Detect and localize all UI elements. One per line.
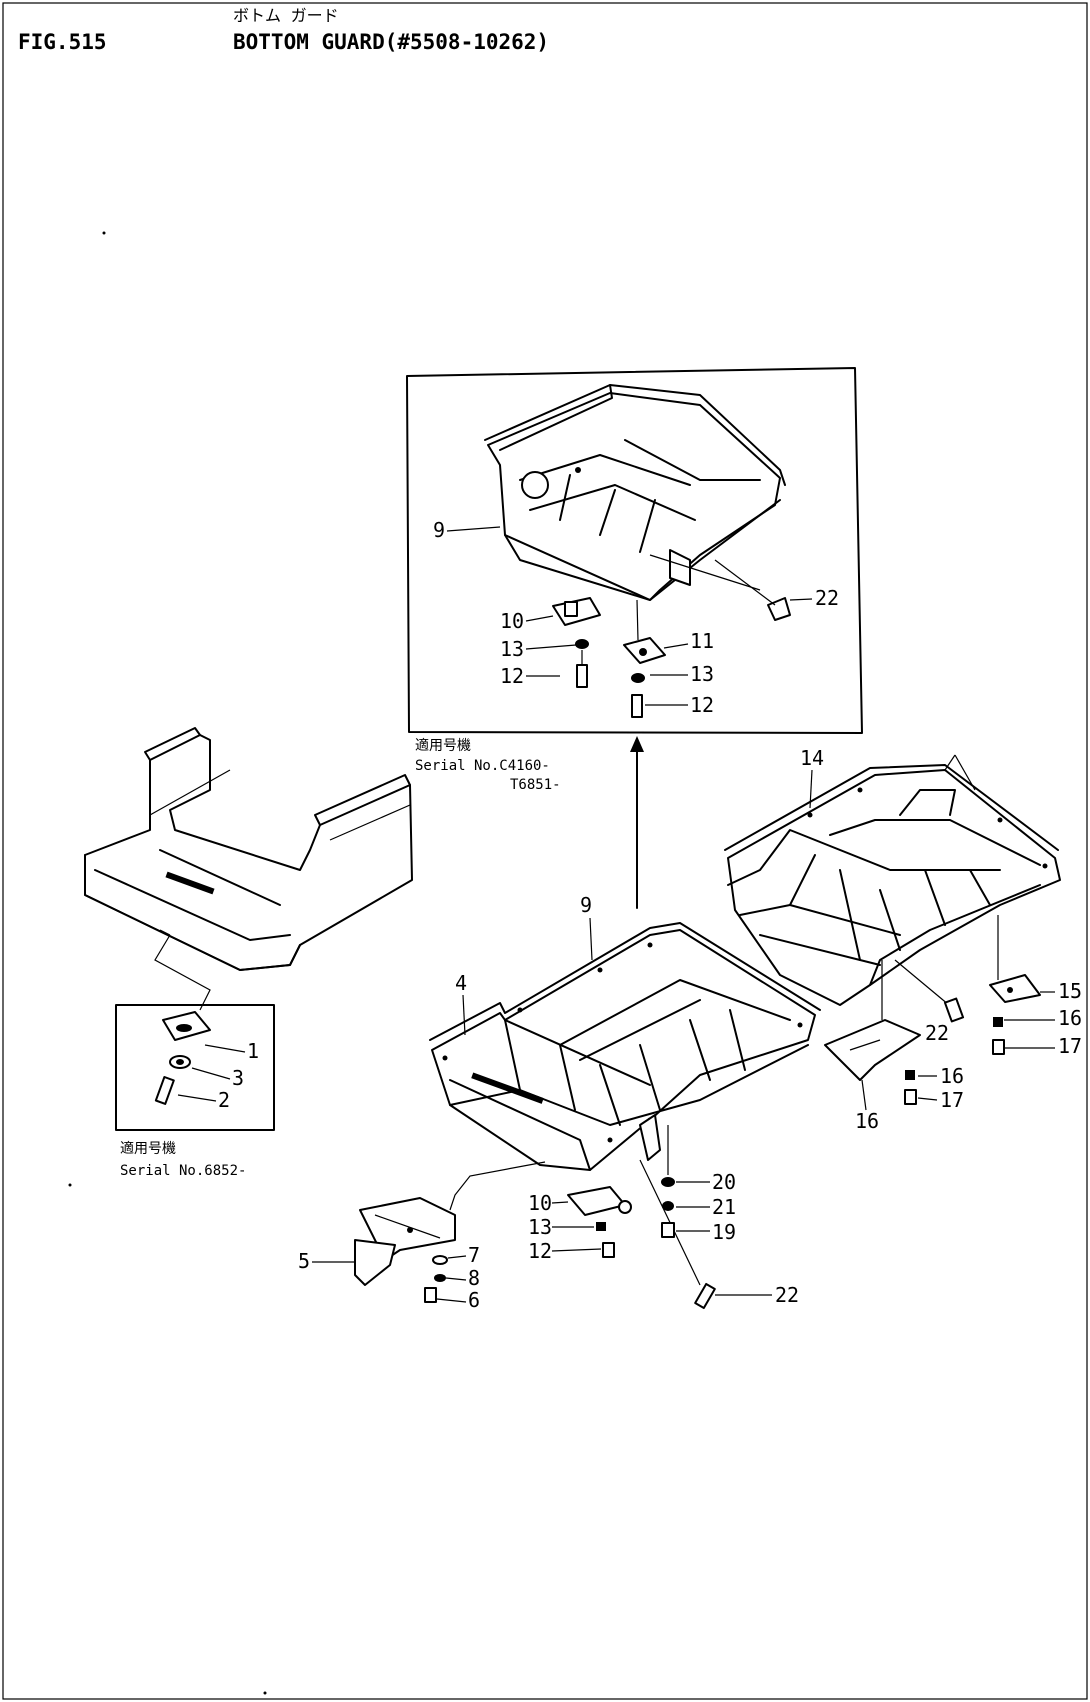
callout-10-upper: 10: [500, 609, 524, 633]
callout-20: 20: [712, 1170, 736, 1194]
callout-14: 14: [800, 746, 824, 770]
upper-inset-frame: [406, 367, 863, 734]
callout-22-upper: 22: [815, 586, 839, 610]
upper-inset-serial-line2: T6851-: [510, 777, 561, 793]
callout-7: 7: [468, 1243, 480, 1267]
upper-inset-serial-line1: Serial No.C4160-: [415, 758, 550, 774]
callout-21: 21: [712, 1195, 736, 1219]
callout-22-right: 22: [925, 1021, 949, 1045]
upper-inset-label-jp: 適用号機: [415, 737, 471, 754]
callout-17-mid: 17: [940, 1088, 964, 1112]
figure-number: FIG.515: [18, 30, 107, 54]
callout-22-main: 22: [775, 1283, 799, 1307]
callout-12-main: 12: [528, 1239, 552, 1263]
left-inset: 1 3 2 適用号機 Serial No.6852-: [115, 934, 275, 1179]
callout-17-top: 17: [1058, 1034, 1082, 1058]
frame-section-left: [84, 727, 413, 971]
callout-1: 1: [247, 1039, 259, 1063]
callout-8: 8: [468, 1266, 480, 1290]
bracket-5: [354, 1197, 456, 1303]
callout-16-top: 16: [1058, 1006, 1082, 1030]
callout-16-plate: 16: [855, 1109, 879, 1133]
left-inset-frame: [115, 1004, 275, 1131]
callout-12-upper-left: 12: [500, 664, 524, 688]
upper-inset-callouts: 9 10 13 12 11 13 12 22: [433, 518, 839, 717]
callout-5: 5: [298, 1249, 310, 1273]
page-title: BOTTOM GUARD(#5508-10262): [233, 30, 550, 54]
leader-to-bracket: [449, 1161, 546, 1211]
title-kana: ボトム ガード: [233, 6, 339, 25]
callout-16-mid: 16: [940, 1064, 964, 1088]
upper-inset: 9 10 13 12 11 13 12 22 適用号機 Serial No.C4…: [406, 367, 863, 793]
center-fasteners: [567, 1186, 632, 1258]
callout-12-upper-right: 12: [690, 693, 714, 717]
left-inset-serial-line1: Serial No.6852-: [120, 1163, 246, 1179]
callout-13-upper-right: 13: [690, 662, 714, 686]
callout-9-upper: 9: [433, 518, 445, 542]
right-fasteners: [824, 915, 1041, 1105]
callout-2: 2: [218, 1088, 230, 1112]
callout-10-main: 10: [528, 1191, 552, 1215]
center-right-fasteners: [661, 1125, 675, 1238]
left-inset-label-jp: 適用号機: [120, 1140, 176, 1157]
callout-6: 6: [468, 1288, 480, 1312]
callout-15: 15: [1058, 979, 1082, 1003]
bolt-22-main: [694, 1282, 716, 1310]
guard-14: [724, 754, 1061, 1006]
main-guard: [429, 922, 821, 1171]
upper-inset-fasteners: [552, 559, 791, 718]
pointer-arrow: [630, 736, 644, 909]
callout-13-main: 13: [528, 1215, 552, 1239]
callout-11: 11: [690, 629, 714, 653]
callout-13-upper-left: 13: [500, 637, 524, 661]
callout-4: 4: [455, 971, 467, 995]
callout-3: 3: [232, 1066, 244, 1090]
upper-inset-guard-9: [484, 384, 786, 601]
callout-19: 19: [712, 1220, 736, 1244]
callout-9-main: 9: [580, 893, 592, 917]
